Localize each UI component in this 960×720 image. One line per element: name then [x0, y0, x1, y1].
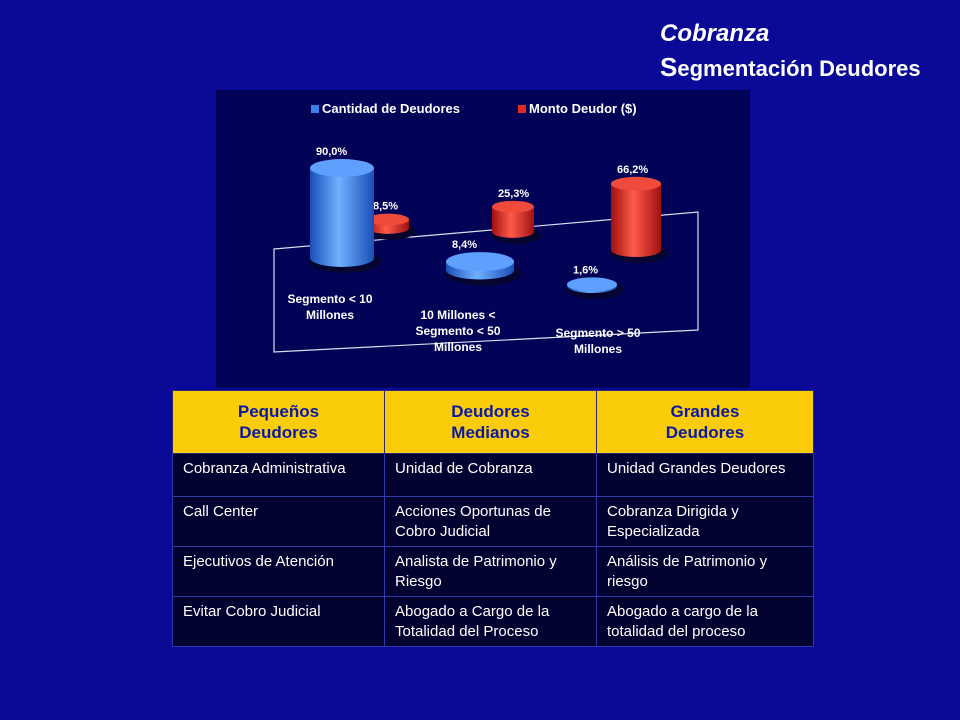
legend-swatch: [518, 105, 526, 113]
category-label-line: Millones: [306, 308, 354, 322]
category-label-line: Segmento > 50: [555, 326, 640, 340]
bar-data-label: 25,3%: [498, 188, 529, 200]
bar-data-label: 66,2%: [617, 164, 648, 176]
chart-bars: 8,5% 90,0% 25,3% 8,4% 66,2% 1,6%: [309, 146, 668, 299]
category-label: 10 Millones < Segmento < 50 Millones: [415, 308, 500, 354]
bar-top: [446, 252, 514, 272]
chart-category-labels: Segmento < 10 Millones 10 Millones < Segmen…: [287, 292, 640, 356]
bar-top: [492, 200, 534, 213]
table-cell: Evitar Cobro Judicial: [172, 596, 385, 647]
category-label: Segmento < 10 Millones: [287, 292, 372, 322]
bar-top: [567, 277, 617, 292]
legend-label: Monto Deudor ($): [529, 101, 637, 116]
slide-title: Cobranza: [660, 20, 770, 47]
legend-label: Cantidad de Deudores: [322, 101, 460, 116]
bar-body: [492, 206, 534, 238]
category-label-line: 10 Millones <: [420, 308, 495, 322]
bar-data-label: 1,6%: [573, 264, 598, 276]
table-cell: Analista de Patrimonio y Riesgo: [384, 546, 597, 597]
table-header-cell: Pequeños Deudores: [172, 390, 385, 454]
bar-body: [310, 168, 374, 267]
bar-data-label: 8,4%: [452, 239, 477, 251]
subtitle-initial: S: [660, 52, 678, 82]
chart-canvas: Cantidad de Deudores Monto Deudor ($) 8,5…: [273, 101, 699, 356]
table-cell: Unidad de Cobranza: [384, 453, 597, 497]
bar-top: [611, 176, 661, 191]
table-cell: Abogado a Cargo de la Totalidad del Proc…: [384, 596, 597, 647]
chart-legend: Cantidad de Deudores Monto Deudor ($): [311, 101, 637, 116]
table-cell: Cobranza Administrativa: [172, 453, 385, 497]
table-cell: Ejecutivos de Atención: [172, 546, 385, 597]
table-header-cell: Deudores Medianos: [384, 390, 597, 454]
chart-floor: [273, 211, 699, 353]
bar-top: [367, 213, 409, 226]
category-label-line: Segmento < 50: [415, 324, 500, 338]
table-header-cell: Grandes Deudores: [596, 390, 814, 454]
bar-data-label: 8,5%: [373, 201, 398, 213]
category-label-line: Millones: [434, 340, 482, 354]
table-cell: Unidad Grandes Deudores: [596, 453, 814, 497]
slide-subtitle: Segmentación Deudores: [660, 52, 921, 83]
table-cell: Call Center: [172, 496, 385, 547]
bar-top: [310, 159, 374, 177]
category-label: Segmento > 50 Millones: [555, 326, 640, 356]
legend-swatch: [311, 105, 319, 113]
bar-body: [611, 183, 661, 257]
segment-chart: Cantidad de Deudores Monto Deudor ($) 8,5…: [216, 90, 750, 388]
category-label-line: Segmento < 10: [287, 292, 372, 306]
category-label-line: Millones: [574, 342, 622, 356]
table-cell: Acciones Oportunas de Cobro Judicial: [384, 496, 597, 547]
bar-data-label: 90,0%: [316, 146, 347, 158]
table-cell: Abogado a cargo de la totalidad del proc…: [596, 596, 814, 647]
table-cell: Cobranza Dirigida y Especializada: [596, 496, 814, 547]
subtitle-rest: egmentación Deudores: [677, 56, 921, 81]
table-cell: Análisis de Patrimonio y riesgo: [596, 546, 814, 597]
